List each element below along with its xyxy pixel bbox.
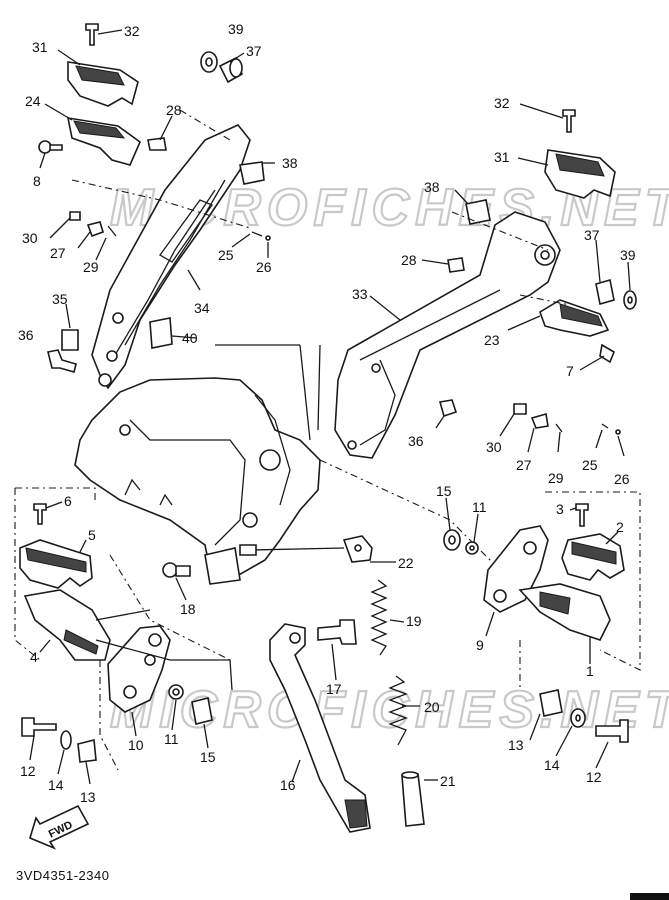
- callout-17: 17: [326, 681, 342, 697]
- callout-25-a: 25: [218, 247, 234, 263]
- sidestand-group: [109, 459, 541, 833]
- callout-14-a: 14: [48, 777, 64, 793]
- callout-31-b: 31: [494, 149, 510, 165]
- callout-39-b: 39: [620, 247, 636, 263]
- callout-27-a: 27: [50, 245, 66, 261]
- callout-18: 18: [180, 601, 196, 617]
- right-front-footrest-group: [443, 491, 641, 769]
- callout-28-b: 28: [401, 252, 417, 268]
- callout-8: 8: [33, 173, 41, 189]
- callout-30-b: 30: [486, 439, 502, 455]
- callout-4: 4: [30, 649, 38, 665]
- callout-25-b: 25: [582, 457, 598, 473]
- left-rear-footrest-bracket: [38, 23, 275, 390]
- callout-7: 7: [566, 363, 574, 379]
- callout-35: 35: [52, 291, 68, 307]
- callout-37-b: 37: [584, 227, 600, 243]
- callout-37-a: 37: [246, 43, 262, 59]
- callout-22: 22: [398, 555, 414, 571]
- callout-34: 34: [194, 300, 210, 316]
- callout-11-b: 11: [164, 731, 179, 747]
- callout-6: 6: [64, 493, 72, 509]
- callout-16: 16: [280, 777, 296, 793]
- callout-32-b: 32: [494, 95, 510, 111]
- callout-26-b: 26: [614, 471, 630, 487]
- callout-19: 19: [406, 613, 422, 629]
- callout-13-a: 13: [80, 789, 96, 805]
- callout-23: 23: [484, 332, 500, 348]
- callout-15-a: 15: [436, 483, 452, 499]
- callout-40: 40: [182, 330, 198, 346]
- callout-31-a: 31: [32, 39, 48, 55]
- callout-9: 9: [476, 637, 484, 653]
- corner-bar: [630, 893, 669, 900]
- diagram-code: 3VD4351-2340: [16, 868, 109, 883]
- callout-20: 20: [424, 699, 440, 715]
- left-front-footrest-group: [14, 487, 233, 785]
- callout-29-a: 29: [83, 259, 99, 275]
- callout-24: 24: [25, 93, 41, 109]
- frame-outline: [74, 344, 321, 585]
- callout-33: 33: [352, 286, 368, 302]
- callout-32-a: 32: [124, 23, 140, 39]
- callout-38-a: 38: [282, 155, 298, 171]
- callout-12-a: 12: [20, 763, 36, 779]
- callout-21: 21: [440, 773, 456, 789]
- callout-15-b: 15: [200, 749, 216, 765]
- right-rear-footrest-bracket: [334, 103, 637, 459]
- callout-13-b: 13: [508, 737, 524, 753]
- callout-2: 2: [616, 519, 624, 535]
- callout-36-a: 36: [18, 327, 34, 343]
- callout-3: 3: [556, 501, 564, 517]
- fwd-arrow: FWD: [29, 804, 90, 850]
- callout-10: 10: [128, 737, 144, 753]
- callout-36-b: 36: [408, 433, 424, 449]
- callout-14-b: 14: [544, 757, 560, 773]
- callout-11-a: 11: [472, 499, 487, 515]
- callout-39-a: 39: [228, 21, 244, 37]
- callout-28-a: 28: [166, 102, 182, 118]
- callout-1: 1: [586, 663, 594, 679]
- callout-labels: 32 31 39 37 24 28 8 38 30 27 29 25 26 34…: [18, 21, 636, 805]
- callout-29-b: 29: [548, 470, 564, 486]
- callout-12-b: 12: [586, 769, 602, 785]
- callout-5: 5: [88, 527, 96, 543]
- callout-38-b: 38: [424, 179, 440, 195]
- callout-30-a: 30: [22, 230, 38, 246]
- callout-27-b: 27: [516, 457, 532, 473]
- callout-26-a: 26: [256, 259, 272, 275]
